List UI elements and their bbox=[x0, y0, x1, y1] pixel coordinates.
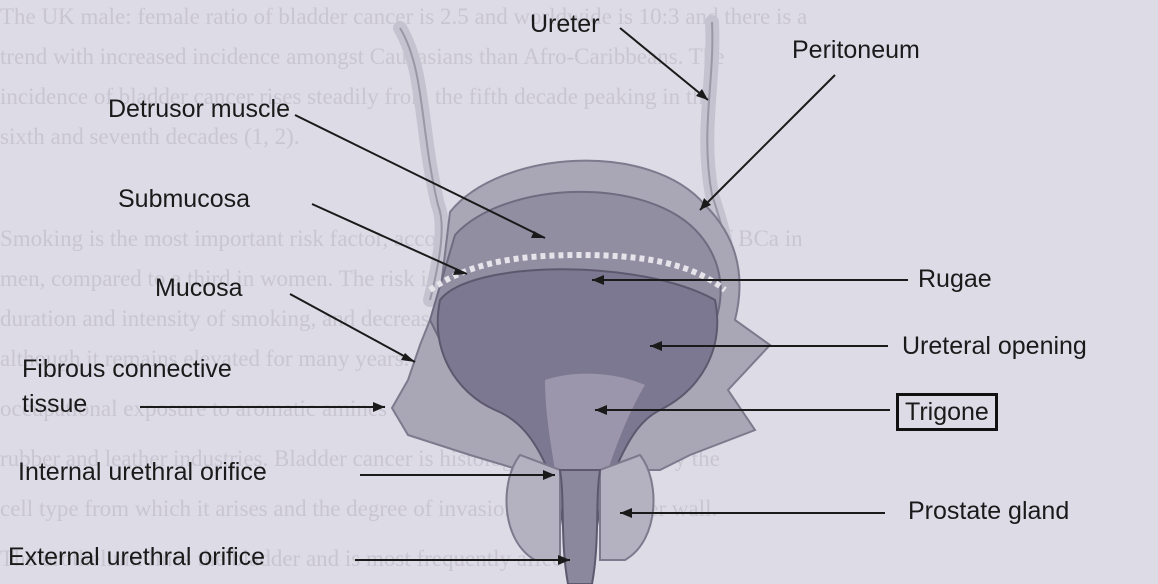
label-fibrous-connective-tissue-line2: tissue bbox=[22, 390, 87, 418]
label-detrusor-muscle: Detrusor muscle bbox=[108, 95, 290, 123]
pointer-ureter bbox=[620, 28, 708, 100]
label-fibrous-connective-tissue-line1: Fibrous connective bbox=[22, 355, 232, 383]
label-mucosa: Mucosa bbox=[155, 274, 243, 302]
label-peritoneum: Peritoneum bbox=[792, 36, 920, 64]
label-submucosa: Submucosa bbox=[118, 185, 250, 213]
urethra bbox=[560, 470, 600, 584]
arrowhead-fibrous-tissue bbox=[373, 402, 385, 412]
pointer-peritoneum bbox=[700, 75, 835, 210]
label-ureter: Ureter bbox=[530, 10, 599, 38]
label-rugae: Rugae bbox=[918, 265, 992, 293]
pointer-mucosa bbox=[290, 294, 415, 362]
arrowhead-mucosa bbox=[401, 353, 415, 362]
label-external-urethral-orifice: External urethral orifice bbox=[8, 543, 265, 571]
label-internal-urethral-orifice: Internal urethral orifice bbox=[18, 458, 267, 486]
label-trigone-highlighted: Trigone bbox=[896, 393, 998, 431]
label-prostate-gland: Prostate gland bbox=[908, 497, 1069, 525]
label-ureteral-opening: Ureteral opening bbox=[902, 332, 1087, 360]
